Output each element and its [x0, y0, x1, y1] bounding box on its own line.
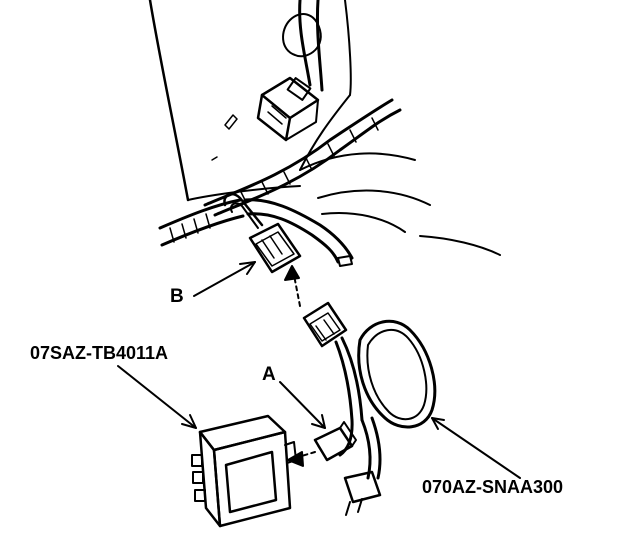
leader-tester: [117, 365, 197, 429]
connect-arrow-left: [287, 451, 316, 467]
label-a: A: [262, 364, 276, 385]
leader-harness: [431, 417, 521, 479]
leader-b: [193, 261, 256, 297]
connector-b: [248, 222, 302, 274]
label-tester-part-number: 07SAZ-TB4011A: [30, 343, 169, 363]
upper-vehicle-connector: [256, 76, 320, 142]
leader-a: [279, 381, 326, 429]
harness-plug: [343, 470, 382, 516]
harness-clamp: [223, 192, 264, 229]
vehicle-body-panel: [148, 0, 501, 256]
label-b: B: [170, 286, 184, 307]
connector-a: [313, 421, 357, 462]
harness-connector: [302, 301, 348, 348]
tester-box: [191, 414, 297, 528]
label-harness-part-number: 070AZ-SNAA300: [422, 477, 564, 497]
test-harness-cable: [334, 319, 437, 480]
connect-arrow-up: [284, 265, 301, 307]
